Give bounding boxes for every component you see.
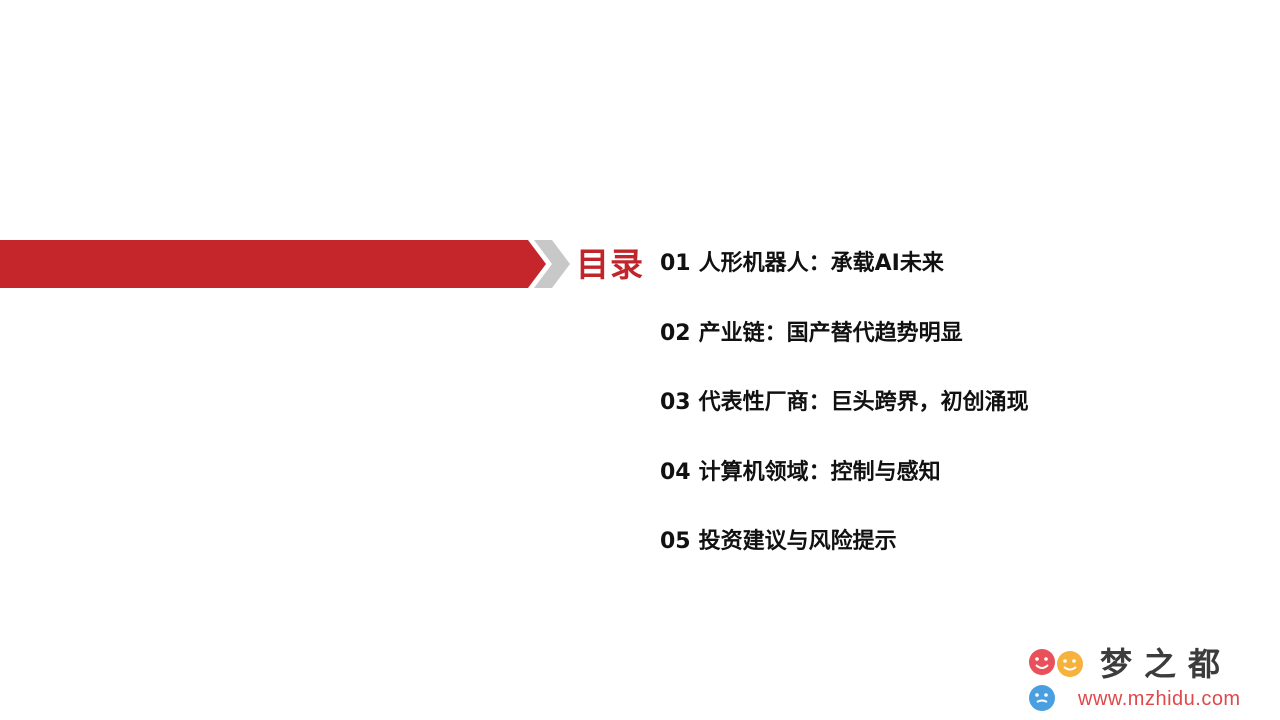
red-face-icon [1029,649,1055,675]
yellow-face-icon [1057,651,1083,677]
toc-item-5[interactable]: 05 投资建议与风险提示 [660,526,1029,596]
watermark-logo-icon [1029,649,1083,711]
banner-arrow-graphic [0,240,570,288]
toc-item-4[interactable]: 04 计算机领域：控制与感知 [660,457,1029,527]
toc-item-number: 04 [660,459,691,485]
toc-item-2[interactable]: 02 产业链：国产替代趋势明显 [660,318,1029,388]
watermark: 梦之都 www.mzhidu.com [1028,644,1268,716]
toc-title: 目录 [576,245,644,284]
watermark-url: www.mzhidu.com [1078,688,1241,710]
toc-item-number: 03 [660,390,691,415]
watermark-title: 梦之都 [1100,645,1233,683]
toc-item-3[interactable]: 03 代表性厂商：巨头跨界，初创涌现 [660,387,1029,457]
blue-face-icon [1029,685,1055,711]
toc-item-label: 产业链：国产替代趋势明显 [698,320,963,346]
toc-item-number: 05 [660,529,691,554]
banner-red-arrow [0,240,546,288]
toc-item-label: 投资建议与风险提示 [698,529,897,554]
toc-item-label: 人形机器人：承载AI未来 [698,251,944,276]
toc-item-label: 计算机领域：控制与感知 [698,459,941,485]
toc-item-number: 02 [660,320,691,346]
toc-item-number: 01 [660,251,691,276]
toc-item-label: 代表性厂商：巨头跨界，初创涌现 [698,390,1029,415]
banner-chevron [534,240,570,288]
toc-item-1[interactable]: 01 人形机器人：承载AI未来 [660,248,1029,318]
toc-list: 01 人形机器人：承载AI未来 02 产业链：国产替代趋势明显 03 代表性厂商：巨头… [660,248,1029,596]
title-banner [0,238,570,290]
